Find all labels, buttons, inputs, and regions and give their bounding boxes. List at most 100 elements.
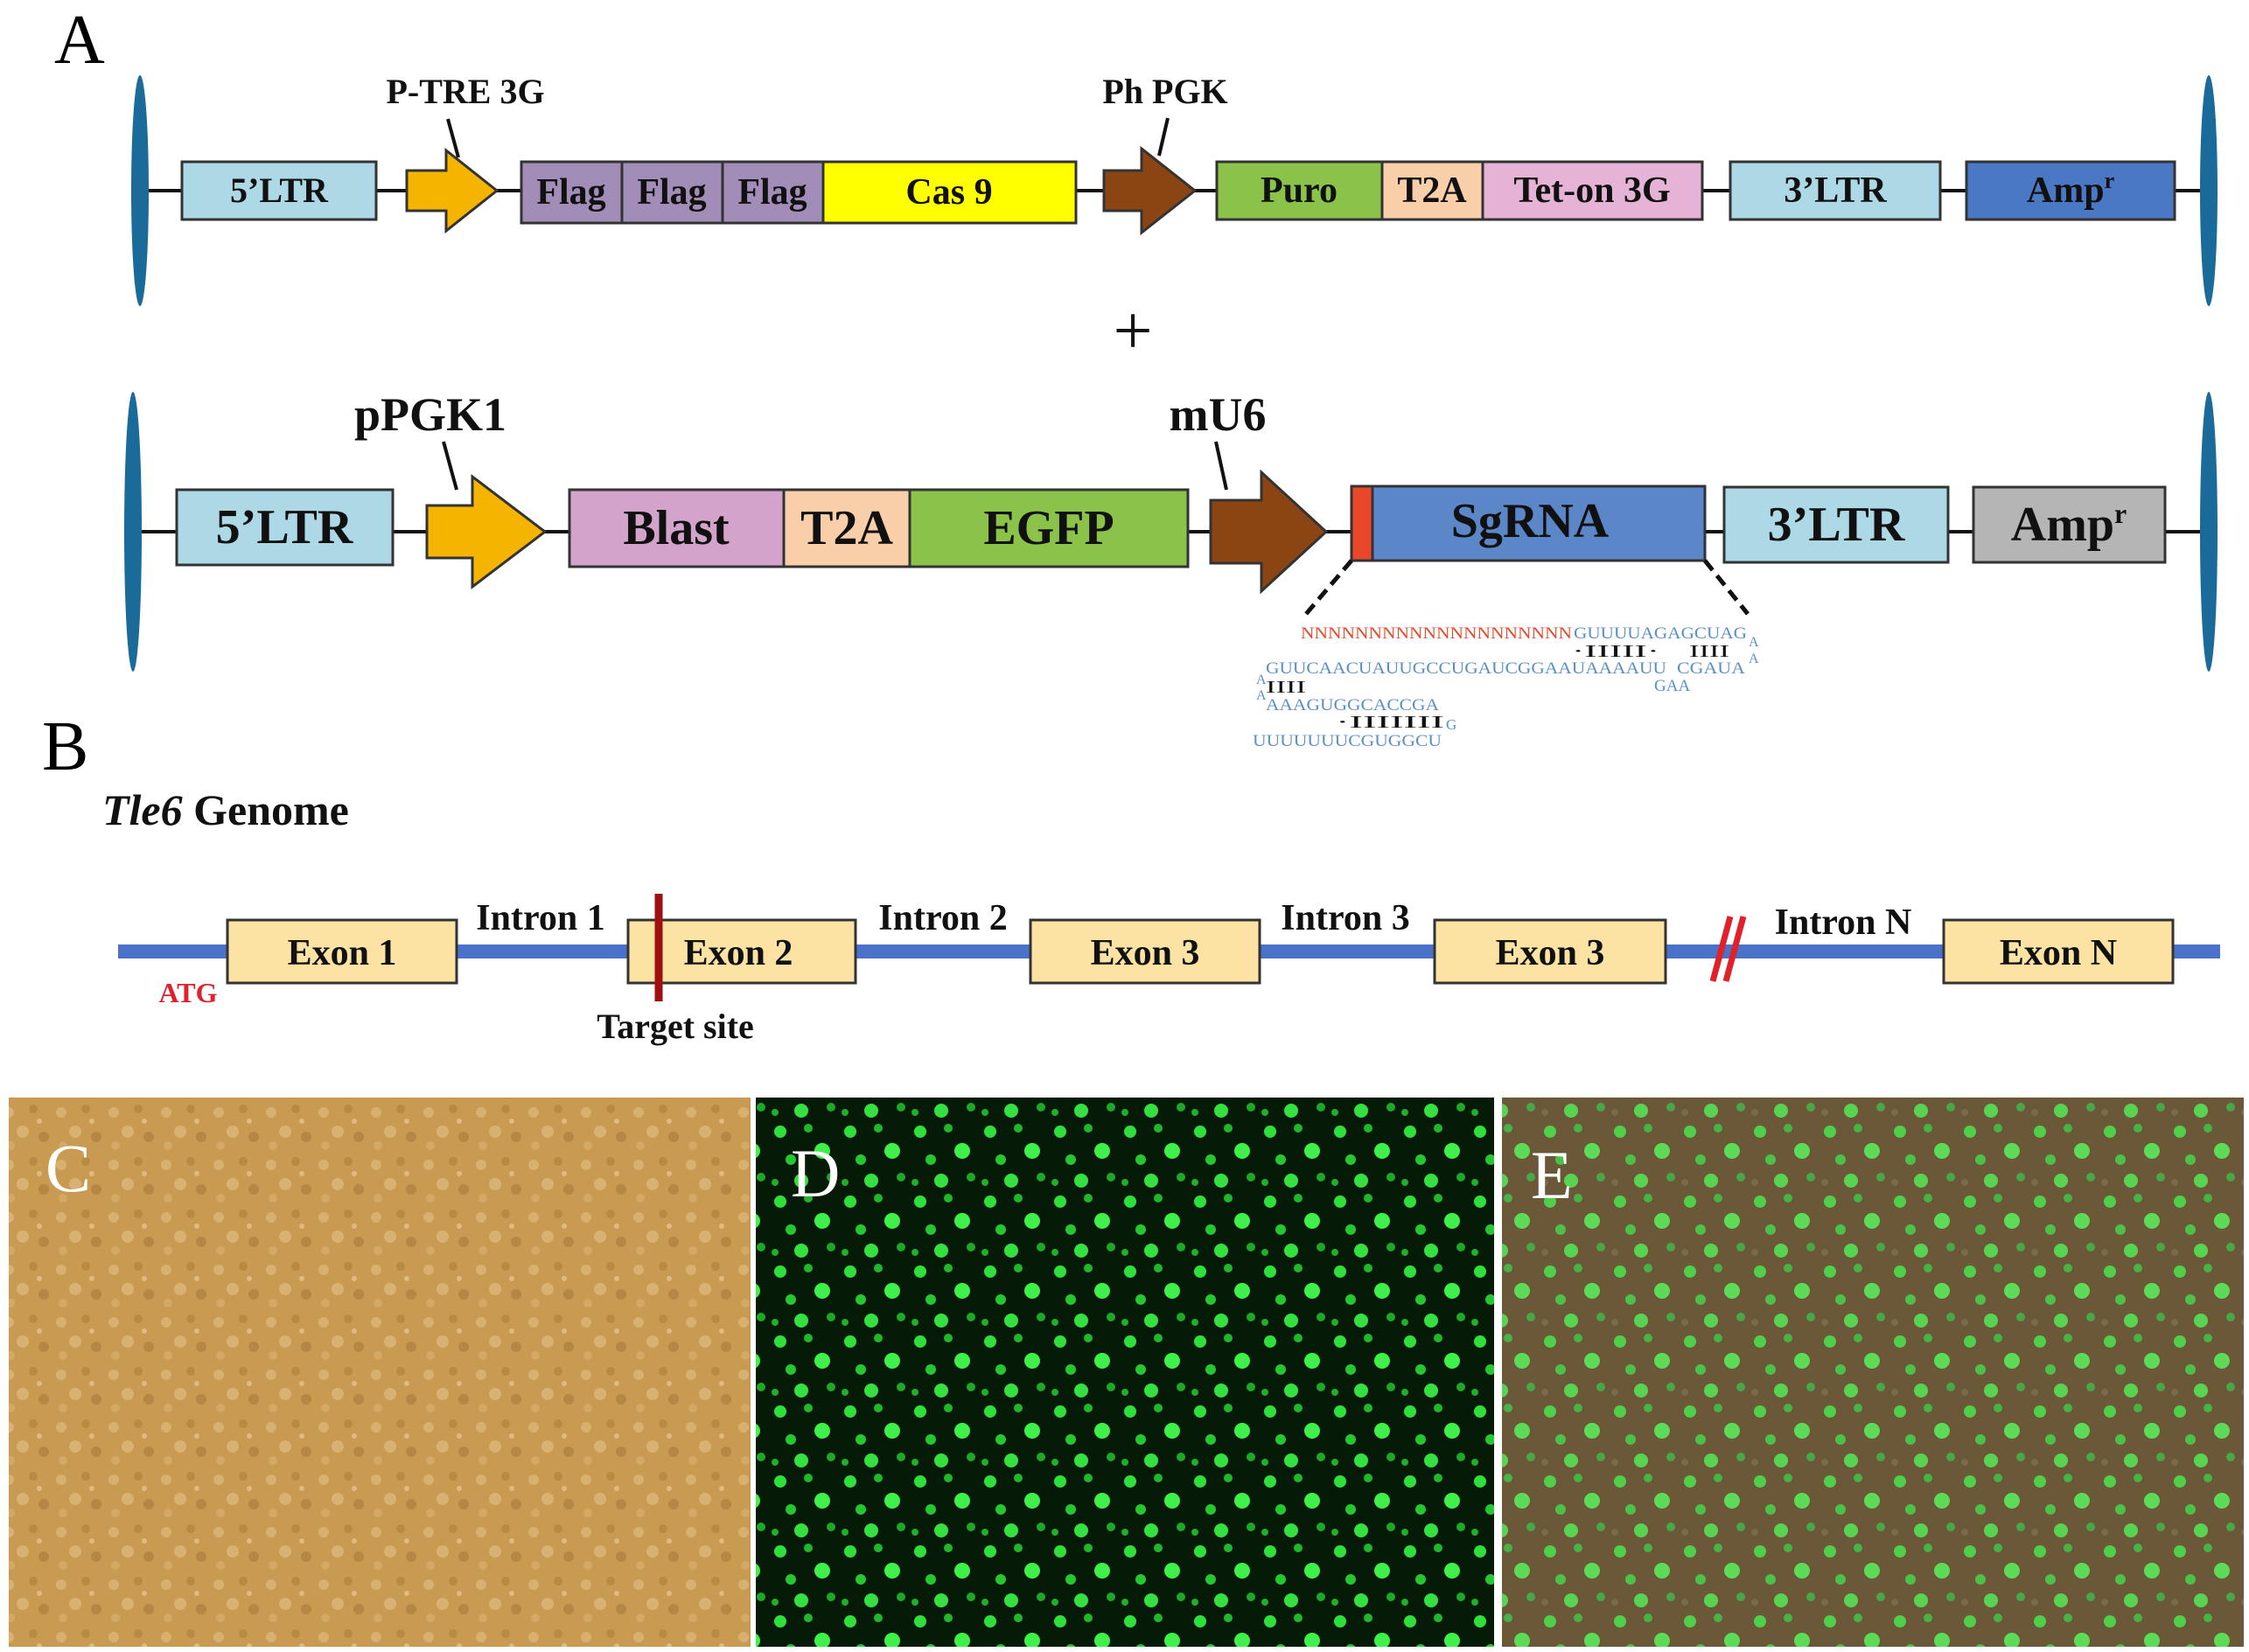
vector-2-5ltr-label: 5’LTR — [216, 500, 353, 554]
exon-3b-label: Exon 3 — [1496, 933, 1605, 973]
sgrna-pairs-3: IIII — [1266, 678, 1306, 697]
sgrna-seq-line-4: UUUUUUUCGUGGCU — [1253, 732, 1442, 750]
vector-1-amp-superscript: r — [2105, 168, 2115, 193]
vector-2-5ltr-box — [175, 488, 395, 567]
vector-1-t2a-box — [1380, 160, 1484, 221]
exon-3a-box — [1029, 918, 1261, 985]
vector-1-5ltr-label: 5’LTR — [230, 171, 329, 210]
vector-2-sgrna-box — [1371, 484, 1707, 562]
exon-3b-box — [1433, 918, 1667, 985]
target-site-label: Target site — [597, 1007, 754, 1046]
sgrna-a-left-2: A — [1256, 688, 1267, 703]
vector-2-amp-label: Ampr — [2011, 498, 2127, 552]
vector-2-mu6-pointer — [1214, 441, 1228, 491]
vector-1-puro-label: Puro — [1261, 171, 1338, 211]
vector-1-puro-box — [1215, 160, 1384, 221]
atg-label: ATG — [159, 977, 218, 1008]
plus-sign: + — [1113, 293, 1152, 370]
vector-2-amp-superscript: r — [2114, 498, 2127, 529]
vector-1-right-terminal — [2200, 75, 2218, 306]
panel-label-a: A — [54, 2, 105, 79]
sgrna-structure: NNNNNNNNNNNNNNNNNNNN GUUUUAGAGCUAG A ·II… — [1253, 624, 1759, 750]
exon-1-label: Exon 1 — [288, 933, 397, 973]
sgrna-pairs-4: ·IIIIIII — [1336, 713, 1444, 732]
genome-title-gene: Tle6 — [102, 785, 183, 834]
vector-1-flag-3-label: Flag — [737, 172, 807, 213]
sgrna-pairs-1: ·IIIII· — [1572, 642, 1659, 661]
sgrna-a-left-1: A — [1256, 673, 1267, 687]
sgrna-zoom-line-right — [1703, 559, 1750, 616]
vector-2-right-terminal — [2200, 392, 2218, 672]
vector-2-pgk1-promoter-arrow — [425, 473, 548, 590]
vector-2-t2a-label: T2A — [800, 501, 893, 555]
vector-2: 5’LTR pPGK1 Blast T2A EGFP mU6 SgRNA 3’L… — [124, 388, 2218, 672]
vector-2-mu6-label: mU6 — [1170, 388, 1267, 441]
vector-2-egfp-box — [908, 488, 1190, 568]
micrograph-d: D — [756, 1098, 1494, 1647]
sgrna-seq-line-1: GUUUUAGAGCUAG — [1574, 624, 1747, 643]
vector-2-left-terminal — [124, 392, 142, 672]
micrograph-e: E — [1502, 1098, 2244, 1647]
exon-n-box — [1942, 918, 2175, 985]
vector-2-3ltr-box — [1722, 485, 1950, 564]
vector-1-t2a-label: T2A — [1397, 171, 1467, 211]
vector-1-amp-box — [1965, 160, 2176, 221]
vector-1-pgk-pointer — [1157, 117, 1170, 157]
vector-1-flag-1-label: Flag — [536, 172, 605, 213]
vector-2-egfp-label: EGFP — [983, 501, 1114, 555]
micrograph-d-image — [756, 1098, 1494, 1647]
intron-n-label: Intron N — [1775, 903, 1912, 943]
vector-2-pgk1-pointer — [442, 441, 458, 491]
vector-2-mu6-promoter-arrow — [1209, 469, 1329, 595]
panel-label-c: C — [45, 1130, 91, 1206]
panel-label-e: E — [1531, 1137, 1573, 1213]
genome-title: Tle6 Genome — [102, 785, 349, 834]
vector-1-5ltr-box — [180, 160, 378, 221]
break-mark-2 — [1722, 916, 1747, 982]
vector-1-amp-text: Amp — [2027, 171, 2105, 211]
vector-1-tre-pointer — [446, 118, 460, 158]
vector-2-t2a-box — [782, 488, 911, 568]
micrograph-e-image — [1502, 1098, 2244, 1647]
vector-2-blast-label: Blast — [623, 501, 730, 555]
exon-n-label: Exon N — [2000, 933, 2117, 973]
exon-2-label: Exon 2 — [684, 933, 793, 973]
vector-1-teton-box — [1481, 160, 1704, 221]
vector-1-amp-label: Ampr — [2027, 168, 2114, 211]
vector-1-pgk-promoter-arrow — [1102, 145, 1198, 236]
vector-1-tre-promoter-arrow — [405, 147, 499, 234]
genome-title-rest: Genome — [183, 785, 349, 834]
vector-1-cas9-box — [821, 160, 1078, 225]
exon-2-box — [626, 918, 857, 985]
sgrna-spacer-seq: NNNNNNNNNNNNNNNNNNNN — [1301, 624, 1572, 643]
vector-1: 5’LTR P-TRE 3G Flag Flag Flag Cas 9 Ph P… — [131, 72, 2218, 306]
exon-3a-label: Exon 3 — [1091, 933, 1200, 973]
break-mark-1 — [1709, 916, 1734, 982]
sgrna-seq-line-3: AAAGUGGCACCGA — [1266, 696, 1439, 714]
sgrna-loop-gaa: GAA — [1654, 677, 1690, 695]
panel-label-d: D — [791, 1135, 840, 1211]
vector-1-cas9-label: Cas 9 — [905, 172, 992, 213]
vector-2-blast-box — [568, 488, 786, 568]
vector-1-tre-label: P-TRE 3G — [386, 72, 544, 111]
vector-1-flag-3-box — [721, 160, 825, 225]
sgrna-g: G — [1446, 716, 1456, 733]
vector-1-flag-2-box — [620, 160, 724, 225]
panel-label-b: B — [42, 708, 88, 785]
intron-3-label: Intron 3 — [1281, 898, 1409, 938]
vector-2-3ltr-label: 3’LTR — [1768, 498, 1905, 552]
sgrna-seq-line-2: GUUCAACUAUUGCCUGAUCGGAAUAAAAUU — [1266, 659, 1666, 678]
sgrna-seq-line-2b: CGAUA — [1677, 659, 1745, 678]
vector-1-left-terminal — [131, 75, 149, 306]
vector-1-3ltr-label: 3’LTR — [1784, 171, 1887, 211]
vector-1-pgk-label: Ph PGK — [1102, 72, 1227, 111]
vector-1-flag-2-label: Flag — [637, 172, 706, 213]
exon-1-box — [226, 918, 458, 985]
sgrna-zoom-line-left — [1300, 559, 1353, 621]
vector-1-3ltr-box — [1729, 160, 1942, 221]
micrograph-c: C — [9, 1098, 751, 1647]
vector-2-amp-box — [1972, 485, 2167, 564]
sgrna-a-top-2: A — [1749, 652, 1759, 666]
vector-2-pgk1-label: pPGK1 — [354, 388, 506, 441]
